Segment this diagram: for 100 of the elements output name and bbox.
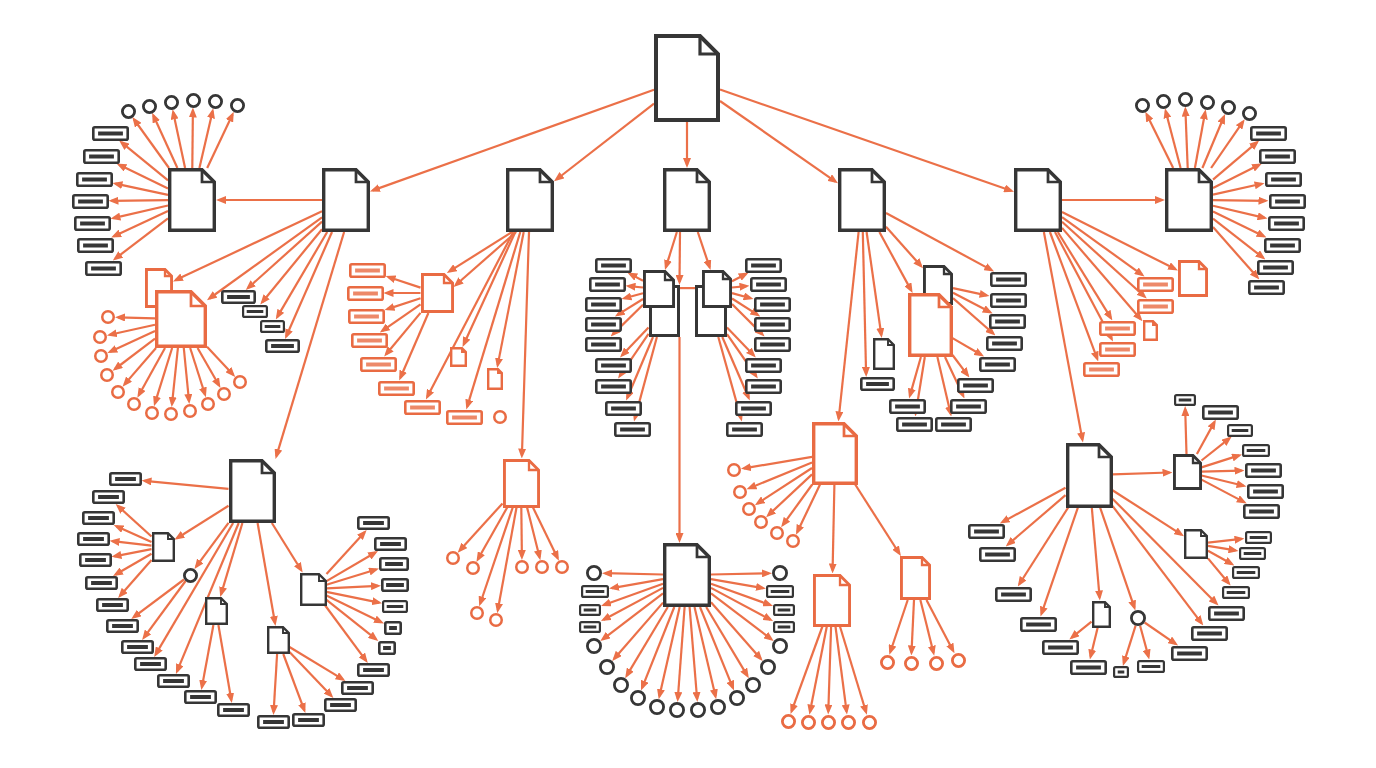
arrow — [199, 624, 215, 691]
arrow — [625, 282, 644, 291]
bar-icon — [753, 316, 791, 332]
arrow — [113, 525, 152, 543]
arrow — [1111, 497, 1219, 606]
arrow — [1212, 217, 1266, 260]
arrow — [907, 356, 922, 399]
arrow — [1201, 453, 1242, 469]
arrow — [824, 626, 833, 715]
arrow — [693, 606, 718, 700]
arrow — [465, 231, 522, 410]
arrow — [861, 231, 870, 377]
bar-icon — [967, 523, 1005, 539]
arrow — [111, 548, 152, 559]
arrow — [453, 231, 517, 287]
bar-icon — [594, 257, 632, 273]
arrow — [554, 102, 655, 182]
bar-icon — [91, 490, 125, 504]
arrow — [1111, 489, 1184, 537]
document-icon — [873, 338, 895, 370]
arrow — [1195, 419, 1216, 455]
arrow — [526, 507, 542, 561]
bar-icon — [1246, 483, 1284, 499]
arrow — [326, 590, 383, 606]
arrow — [153, 347, 174, 407]
arrow — [600, 586, 664, 622]
arrow — [1122, 625, 1137, 666]
arrow — [216, 196, 322, 204]
document-icon — [1178, 259, 1208, 297]
arrow — [1201, 113, 1226, 169]
arrow — [696, 231, 712, 271]
arrow — [952, 287, 990, 298]
ring-icon — [207, 93, 223, 109]
ring-icon — [710, 699, 726, 715]
arrow — [710, 601, 763, 661]
arrow — [710, 592, 774, 642]
ring-icon — [201, 397, 215, 411]
bar-icon — [985, 335, 1023, 351]
ring-icon — [233, 375, 247, 389]
document-icon — [151, 532, 175, 562]
document-icon — [168, 168, 216, 232]
ring-icon — [754, 515, 768, 529]
bar-icon — [1267, 215, 1305, 231]
ring-icon — [163, 94, 179, 110]
arrow — [609, 578, 664, 591]
ring-icon — [145, 406, 159, 420]
ring-icon — [599, 659, 615, 675]
bar-icon — [1244, 462, 1282, 478]
arrow — [132, 117, 170, 169]
document-icon — [813, 573, 851, 627]
ring-icon — [1130, 610, 1146, 626]
bar-icon — [133, 657, 167, 671]
ring-icon — [745, 677, 761, 693]
arrow — [173, 210, 323, 282]
arrow — [675, 337, 684, 543]
arrow — [807, 626, 828, 715]
bar-icon — [1268, 193, 1306, 209]
arrow — [834, 626, 850, 715]
document-icon — [204, 597, 228, 625]
arrow — [1212, 226, 1260, 280]
arrow — [325, 598, 379, 641]
arrow — [907, 599, 916, 656]
ring-icon — [182, 567, 198, 583]
bar-icon — [356, 516, 390, 530]
document-icon — [663, 543, 711, 607]
ring-icon — [780, 713, 796, 729]
ring-icon — [515, 560, 529, 574]
document-icon — [1172, 454, 1202, 490]
document-icon — [1184, 529, 1208, 559]
document-icon — [812, 421, 858, 485]
arrow — [620, 326, 650, 358]
bar-icon — [1113, 666, 1129, 678]
ring-icon — [613, 677, 629, 693]
bar-icon — [350, 332, 388, 348]
ring-icon — [1199, 94, 1215, 110]
bar-icon — [379, 557, 409, 571]
ring-icon — [840, 714, 856, 730]
arrow — [108, 196, 168, 205]
arrow — [699, 606, 735, 691]
bar-icon — [1098, 341, 1136, 357]
arrow — [838, 626, 868, 715]
ring-icon — [820, 714, 836, 730]
document-icon — [1014, 168, 1062, 232]
arrow — [324, 604, 368, 663]
arrow — [152, 112, 179, 169]
bar-icon — [579, 621, 601, 633]
arrow — [131, 578, 185, 619]
bar-icon — [934, 416, 972, 432]
arrow — [188, 107, 197, 168]
ring-icon — [729, 690, 745, 706]
ring-icon — [141, 98, 157, 114]
document-icon — [420, 273, 454, 313]
arrow — [1207, 544, 1239, 554]
bar-icon — [359, 356, 397, 372]
arrow — [1090, 507, 1103, 601]
arrow — [1207, 557, 1231, 586]
arrow — [1061, 211, 1178, 271]
bar-icon — [744, 378, 782, 394]
arrow — [383, 289, 421, 297]
arrow — [625, 606, 669, 679]
